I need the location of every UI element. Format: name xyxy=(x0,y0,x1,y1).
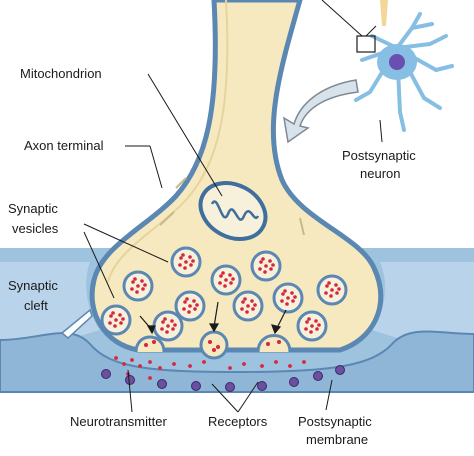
axon-terminal-leader-2 xyxy=(149,145,163,189)
receptor xyxy=(125,375,135,385)
neurotransmitter-leader xyxy=(127,369,133,413)
receptors-leader-b xyxy=(237,381,259,413)
label-postsynaptic-neuron-1: Postsynaptic xyxy=(342,148,416,163)
receptor xyxy=(225,382,235,392)
label-neurotransmitter: Neurotransmitter xyxy=(70,414,167,429)
neurotransmitter-dot xyxy=(148,376,152,380)
receptor xyxy=(335,365,345,375)
neurotransmitter-dot xyxy=(148,360,152,364)
synaptic-vesicle-icon xyxy=(170,246,202,278)
receptor xyxy=(157,379,167,389)
mitochondrion-leader xyxy=(147,73,223,197)
vesicles-leader-b xyxy=(83,223,169,263)
neurotransmitter-dot xyxy=(228,366,232,370)
postsynaptic-neuron-icon xyxy=(321,0,454,132)
cytoskeleton-strand xyxy=(159,211,175,226)
mitochondrion-icon xyxy=(198,181,268,241)
neurotransmitter-dot xyxy=(158,366,162,370)
axon-terminal-inner-edge xyxy=(107,0,229,283)
postsynaptic-membrane-leader xyxy=(325,379,333,411)
postsynaptic-membrane xyxy=(0,330,474,393)
label-synaptic-vesicles-2: vesicles xyxy=(12,221,59,236)
label-receptors: Receptors xyxy=(208,414,268,429)
label-synaptic-vesicles-1: Synaptic xyxy=(8,201,58,216)
neurotransmitter-dot xyxy=(114,356,118,360)
fused-vesicle xyxy=(256,334,292,353)
synaptic-vesicle-icon xyxy=(296,310,328,342)
fused-vesicle xyxy=(134,335,166,353)
fused-vesicle xyxy=(199,330,229,360)
vesicles-leader-a xyxy=(83,231,115,299)
receptor xyxy=(101,369,111,379)
synaptic-vesicle-icon xyxy=(100,304,132,336)
neurotransmitter-dot xyxy=(138,364,142,368)
cleft-marker xyxy=(60,308,93,339)
neurotransmitter-dot xyxy=(260,364,264,368)
synaptic-vesicle-icon xyxy=(232,290,264,322)
synaptic-vesicle-icon xyxy=(122,270,154,302)
receptor xyxy=(313,371,323,381)
label-mitochondrion: Mitochondrion xyxy=(20,66,102,81)
neurotransmitter-dot xyxy=(188,364,192,368)
cytoskeleton-strand xyxy=(175,177,187,189)
zoom-arrow-icon xyxy=(282,79,359,144)
synaptic-vesicle-icon xyxy=(210,264,242,296)
label-synaptic-cleft-1: Synaptic xyxy=(8,278,58,293)
neurotransmitter-dot xyxy=(202,360,206,364)
neurotransmitter-dot xyxy=(274,360,278,364)
label-axon-terminal: Axon terminal xyxy=(24,138,104,153)
axon-terminal xyxy=(89,0,384,353)
neurotransmitter-dot xyxy=(122,362,126,366)
neurotransmitter-dot xyxy=(288,364,292,368)
neurotransmitter-dot xyxy=(302,360,306,364)
label-synaptic-cleft-2: cleft xyxy=(24,298,48,313)
neurotransmitter-dot xyxy=(130,358,134,362)
receptor-group xyxy=(101,365,345,392)
receptors-leader-a xyxy=(211,383,239,413)
neurotransmitter-dots xyxy=(114,356,306,380)
cytoskeleton-strand xyxy=(299,217,305,236)
neurotransmitter-dot xyxy=(172,362,176,366)
receptor xyxy=(191,381,201,391)
vesicle-group xyxy=(100,246,348,342)
vesicle-movement-arrows xyxy=(139,301,287,335)
label-postsynaptic-membrane-2: membrane xyxy=(306,432,368,447)
label-postsynaptic-membrane-1: Postsynaptic xyxy=(298,414,372,429)
label-postsynaptic-neuron-2: neuron xyxy=(360,166,400,181)
postsynaptic-cell-inner-right xyxy=(372,262,474,342)
postsynaptic-cell-inner xyxy=(0,262,100,342)
synaptic-vesicle-icon xyxy=(272,282,304,314)
synaptic-vesicle-icon xyxy=(152,310,184,342)
receptor xyxy=(257,381,267,391)
synaptic-vesicle-icon xyxy=(316,274,348,306)
receptor xyxy=(289,377,299,387)
synaptic-vesicle-icon xyxy=(174,290,206,322)
synaptic-vesicle-icon xyxy=(250,250,282,282)
neurotransmitter-dot xyxy=(242,362,246,366)
postsynaptic-neuron-leader xyxy=(379,119,383,143)
